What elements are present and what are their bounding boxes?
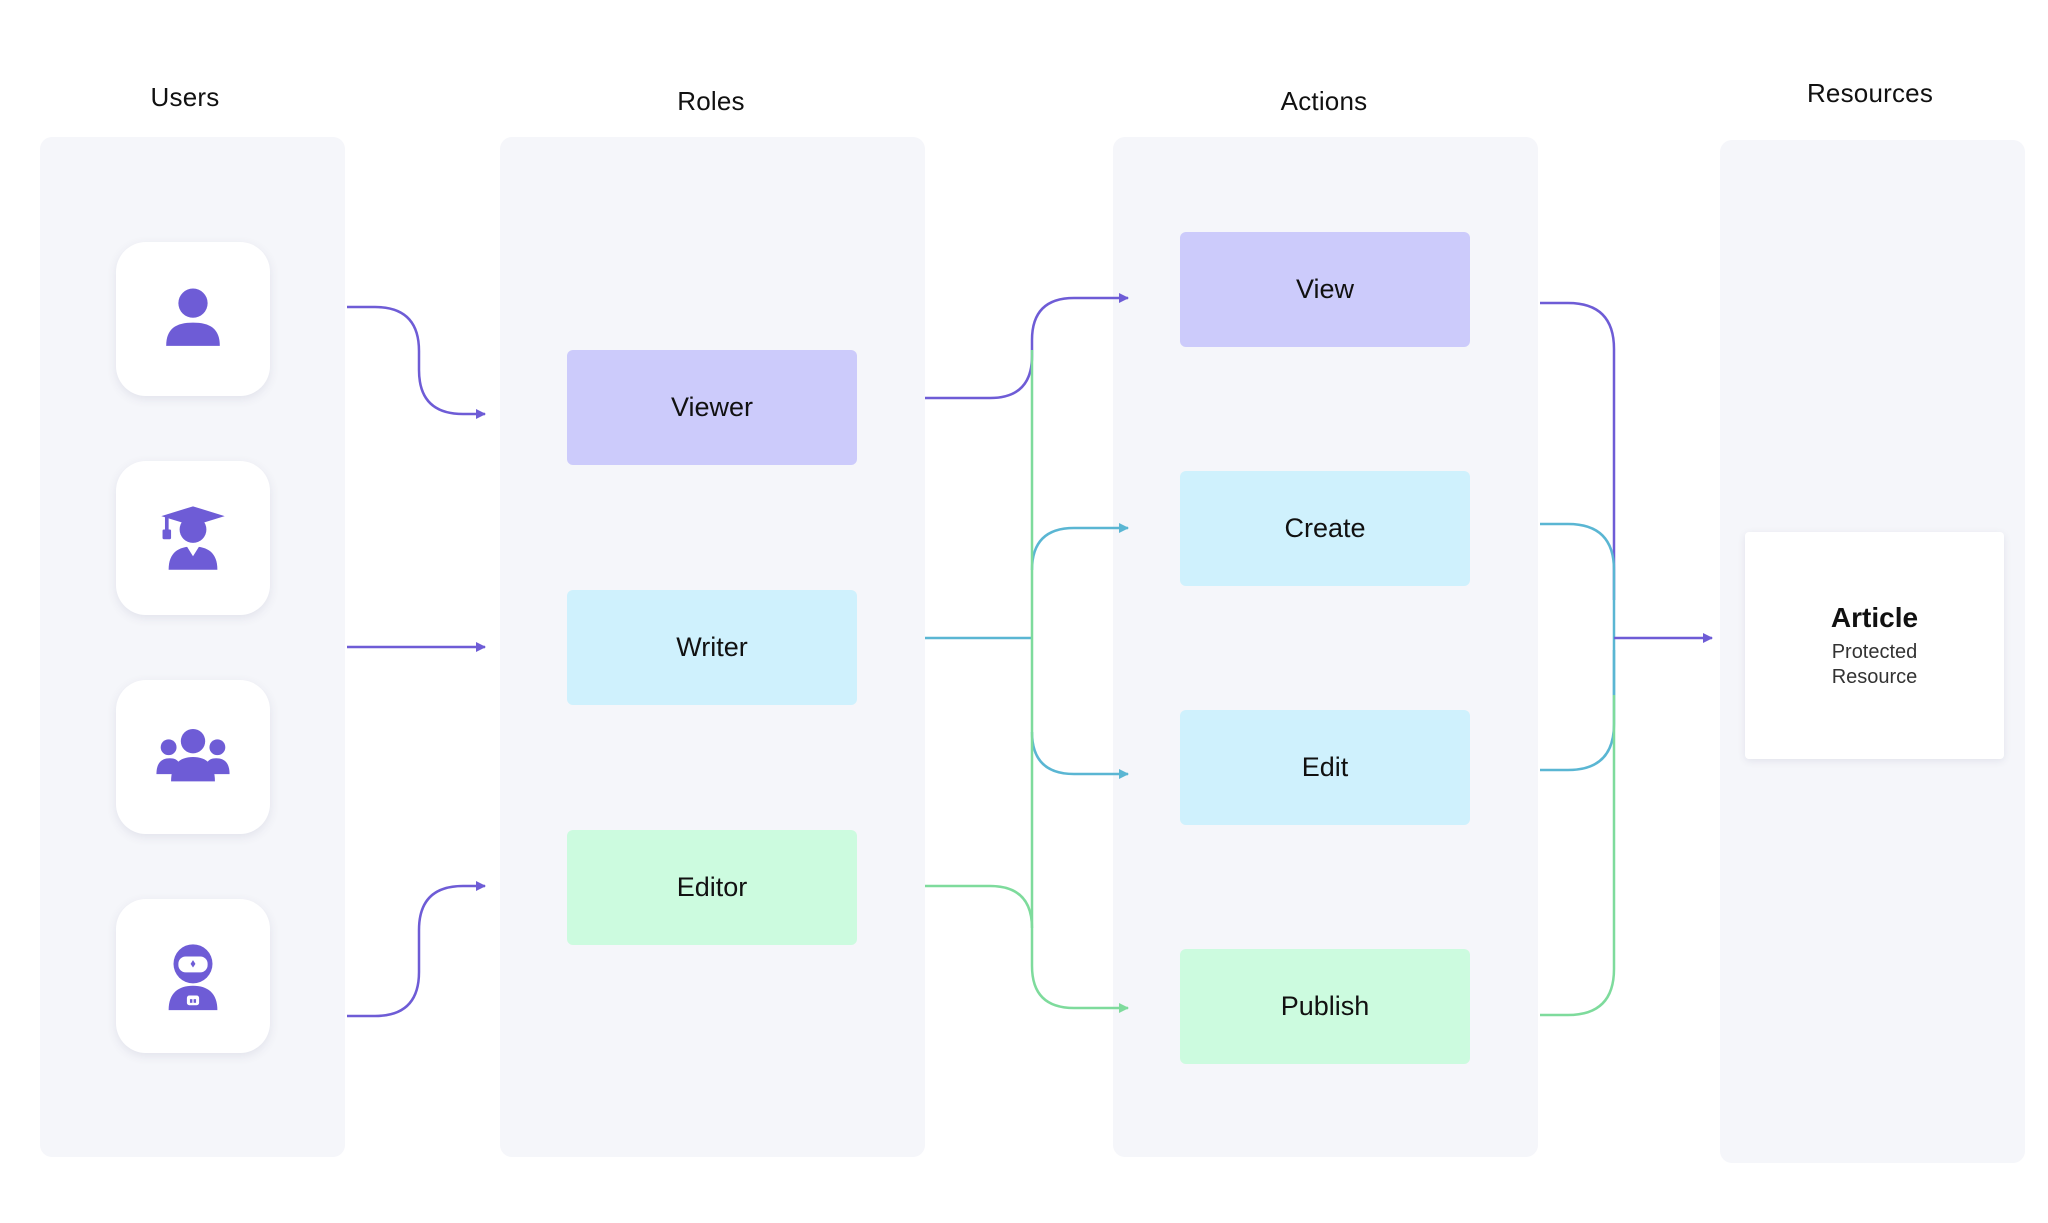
astronaut-icon <box>168 944 218 1011</box>
connector-user1-viewer <box>347 305 486 419</box>
role-writer[interactable]: Writer <box>567 590 857 705</box>
connector-view-resource <box>1540 301 1616 600</box>
connector-publish-resource <box>1540 695 1616 1017</box>
connector-viewer-view <box>925 293 1129 400</box>
connector-editor-trunk <box>925 884 1034 929</box>
resource-article-card[interactable]: Article Protected Resource <box>1745 532 2004 759</box>
connector-editor-publish <box>1030 965 1129 1013</box>
user-card-group[interactable] <box>116 680 270 834</box>
user-card-graduate[interactable] <box>116 461 270 615</box>
column-title-users: Users <box>150 82 220 112</box>
resource-title: Article <box>1830 601 1919 633</box>
connector-create-resource <box>1540 522 1616 695</box>
connector-user4-editor <box>347 881 486 1018</box>
action-view[interactable]: View <box>1180 232 1470 347</box>
column-title-roles: Roles <box>677 86 745 116</box>
user-card-astronaut[interactable] <box>116 899 270 1053</box>
graduate-icon <box>161 506 225 570</box>
connector-edit-resource <box>1540 650 1616 772</box>
user-card-user[interactable] <box>116 242 270 396</box>
action-create[interactable]: Create <box>1180 471 1470 586</box>
action-publish[interactable]: Publish <box>1180 949 1470 1064</box>
group-icon <box>156 728 230 782</box>
column-title-resources: Resources <box>1806 78 1934 108</box>
role-editor[interactable]: Editor <box>567 830 857 945</box>
connector-writer-create <box>1030 523 1129 571</box>
action-edit[interactable]: Edit <box>1180 710 1470 825</box>
user-icon <box>166 288 220 346</box>
role-viewer[interactable]: Viewer <box>567 350 857 465</box>
column-title-actions: Actions <box>1280 86 1368 116</box>
resource-subtitle: Protected Resource <box>1831 640 1918 688</box>
connector-writer-edit <box>1030 731 1129 779</box>
